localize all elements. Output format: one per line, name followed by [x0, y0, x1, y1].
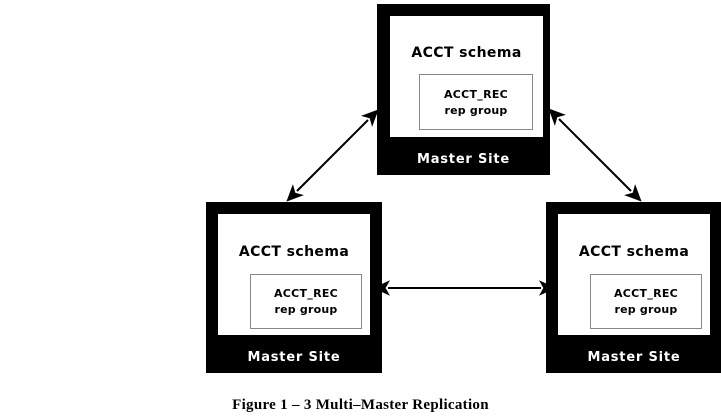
rep-group-subtitle: rep group — [274, 303, 338, 316]
schema-label: ACCT schema — [238, 244, 350, 260]
rep-group-name: ACCT_REC — [613, 287, 679, 300]
rep-group-subtitle: rep group — [444, 103, 508, 117]
schema-panel: ACCT schema ACCT_REC rep group — [558, 214, 710, 335]
master-site-footer-label: Master Site — [247, 350, 341, 365]
rep-group-name: ACCT_REC — [443, 87, 509, 101]
master-site-node-right[interactable]: ACCT schema ACCT_REC rep group Master Si… — [546, 202, 721, 373]
rep-group-subtitle: rep group — [614, 303, 678, 316]
master-site-node-left[interactable]: ACCT schema ACCT_REC rep group Master Si… — [206, 202, 382, 373]
rep-group-box[interactable]: ACCT_REC rep group — [250, 274, 362, 329]
master-site-footer-label: Master Site — [416, 152, 511, 167]
rep-group-name: ACCT_REC — [273, 287, 339, 300]
rep-group-box[interactable]: ACCT_REC rep group — [419, 74, 533, 130]
connector-top-to-left — [286, 109, 379, 202]
schema-panel: ACCT schema ACCT_REC rep group — [218, 214, 370, 335]
master-site-footer-label: Master Site — [587, 350, 681, 365]
schema-label: ACCT schema — [578, 244, 690, 260]
schema-panel: ACCT schema ACCT_REC rep group — [390, 16, 543, 137]
master-site-node-top[interactable]: ACCT schema ACCT_REC rep group Master Si… — [377, 4, 550, 175]
rep-group-box[interactable]: ACCT_REC rep group — [590, 274, 702, 329]
connector-top-to-right — [548, 108, 642, 202]
figure-caption: Figure 1 – 3 Multi–Master Replication — [232, 397, 489, 413]
schema-label: ACCT schema — [411, 45, 522, 61]
